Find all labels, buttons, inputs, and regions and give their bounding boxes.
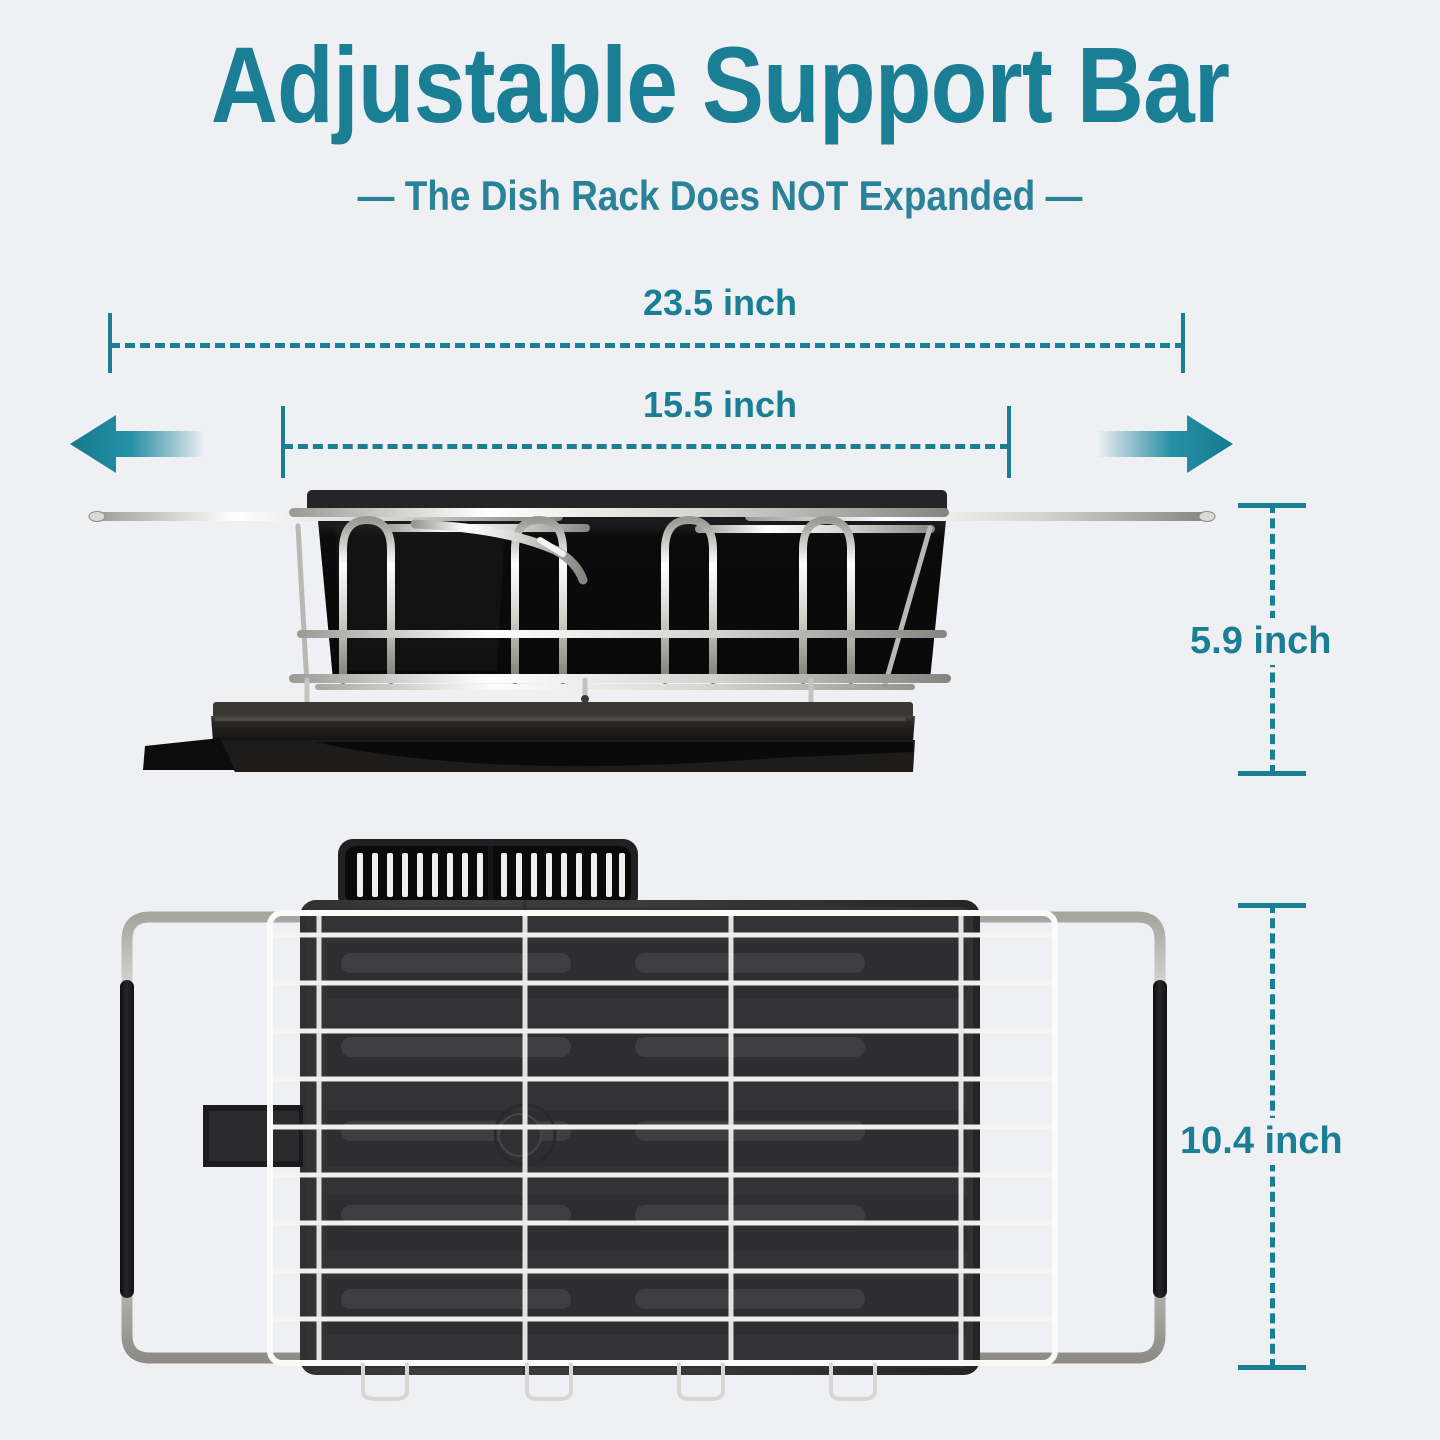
utensil-holder-icon (338, 839, 638, 925)
dimension-label-height: 5.9 inch (1186, 618, 1336, 665)
page-subtitle: — The Dish Rack Does NOT Expanded — (357, 172, 1083, 219)
dimension-tick-right-expanded (1181, 313, 1185, 373)
product-side-view (85, 480, 1220, 790)
dimension-cap-bottom-height (1238, 771, 1306, 776)
dimension-tick-right-rack (1007, 406, 1011, 478)
dimension-line-rack-width (283, 444, 1010, 449)
dimension-label-depth: 10.4 inch (1176, 1118, 1347, 1165)
dimension-line-expanded-width (110, 343, 1185, 348)
expand-arrow-right (1098, 413, 1233, 475)
product-top-view (95, 835, 1210, 1435)
page-title: Adjustable Support Bar (210, 24, 1230, 145)
dimension-tick-left-expanded (108, 313, 112, 373)
dimension-tick-left-rack (281, 406, 285, 478)
dimension-cap-bottom-depth (1238, 1365, 1306, 1370)
expand-arrow-left (70, 413, 205, 475)
dimension-label-expanded-width: 23.5 inch (642, 282, 798, 323)
dimension-label-rack-width: 15.5 inch (642, 384, 798, 425)
